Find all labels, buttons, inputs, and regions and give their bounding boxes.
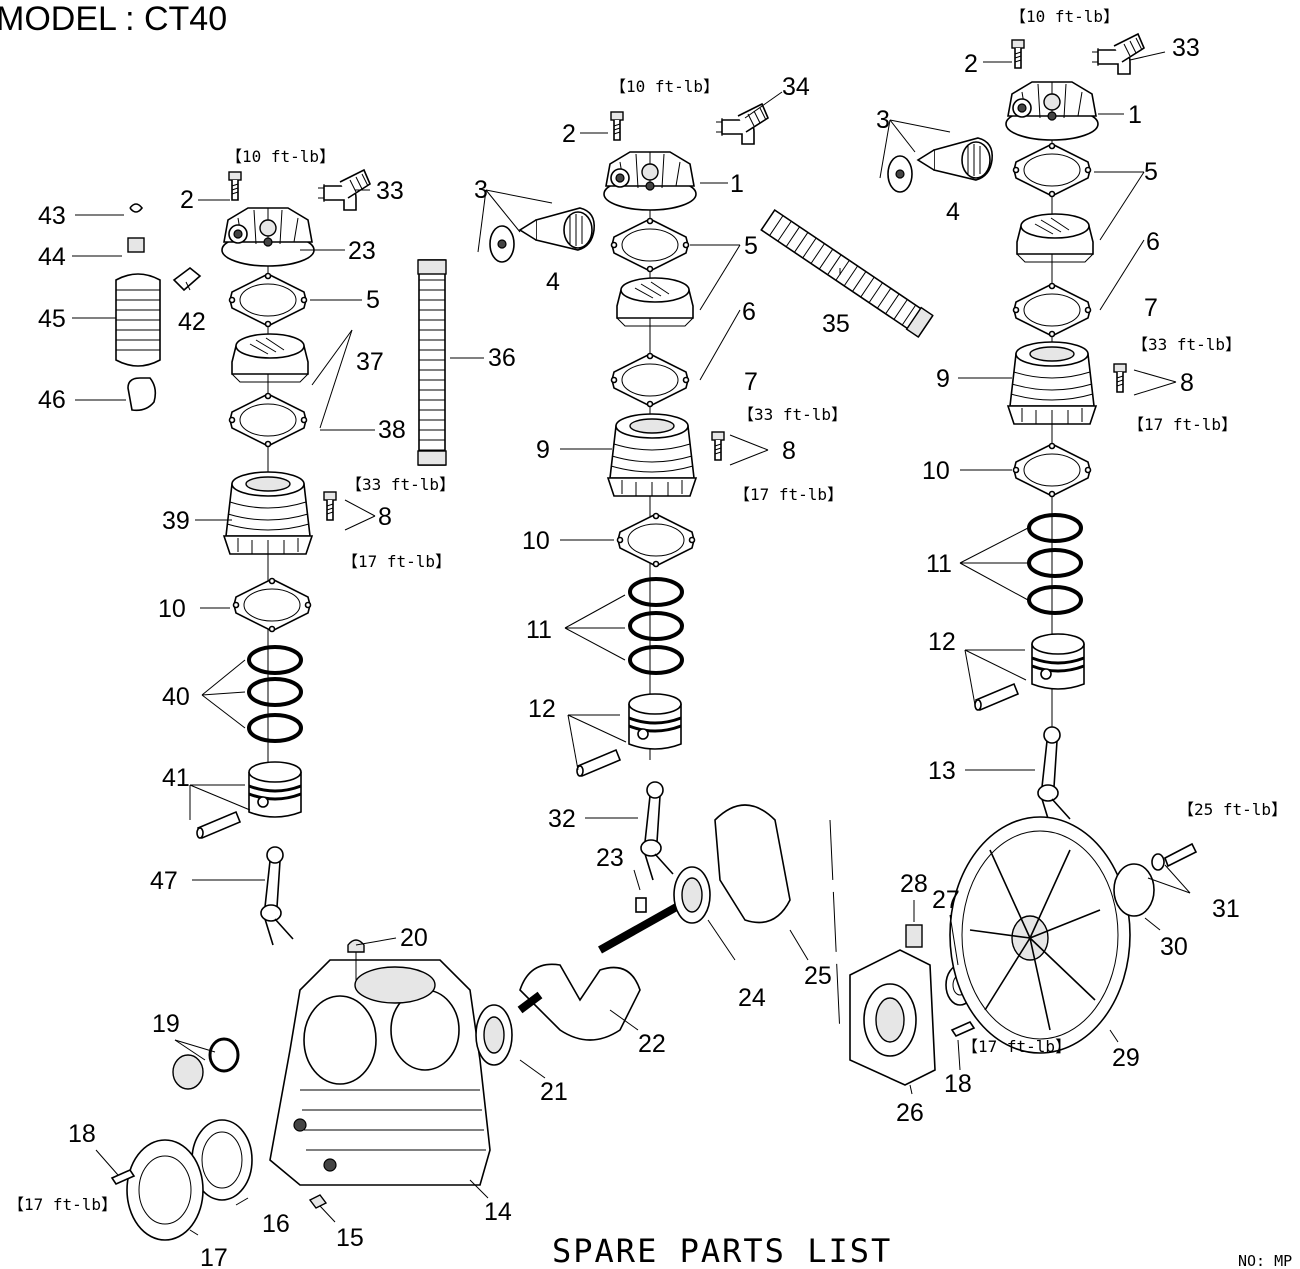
torque-label: 【33 ft-lb】 — [738, 405, 847, 424]
part-label: 33 — [1172, 34, 1200, 62]
unloader-valve-icon — [115, 203, 202, 412]
part-label: 27 — [932, 886, 960, 914]
part-label: 8 — [378, 503, 392, 531]
part-label: 46 — [38, 386, 66, 414]
part-label: 2 — [562, 120, 576, 148]
part-label: 40 — [162, 683, 190, 711]
part-label: 3 — [876, 106, 890, 134]
middle-cylinder-assembly — [489, 103, 934, 881]
torque-label: 【17 ft-lb】 — [962, 1037, 1071, 1056]
part-label: 36 — [488, 344, 516, 372]
doc-number: NO: MP — [1238, 1252, 1292, 1269]
part-label: 30 — [1160, 933, 1188, 961]
part-label: 16 — [262, 1210, 290, 1238]
part-label: 6 — [1146, 228, 1160, 256]
part-label: 43 — [38, 202, 66, 230]
torque-label: 【17 ft-lb】 — [8, 1195, 117, 1214]
part-label: 7 — [1144, 294, 1158, 322]
left-cylinder-assembly — [115, 169, 447, 946]
part-label: 22 — [638, 1030, 666, 1058]
part-label: 23 — [596, 844, 624, 872]
torque-label: 【17 ft-lb】 — [342, 552, 451, 571]
footer-title: SPARE PARTS LIST — [552, 1232, 892, 1269]
part-label: 24 — [738, 984, 766, 1012]
part-label: 10 — [158, 595, 186, 623]
part-label: 23 — [348, 237, 376, 265]
torque-label: 【25 ft-lb】 — [1178, 800, 1287, 819]
part-label: 8 — [1180, 369, 1194, 397]
part-label: 7 — [744, 368, 758, 396]
crankcase-assembly — [110, 804, 1198, 1241]
torque-label: 【10 ft-lb】 — [610, 77, 719, 96]
torque-label: 【17 ft-lb】 — [1128, 415, 1237, 434]
model-title: MODEL : CT40 — [0, 0, 227, 38]
torque-label: 【33 ft-lb】 — [346, 475, 455, 494]
part-label: 3 — [474, 176, 488, 204]
part-labels: 43 44 45 46 2 42 33 23 5 37 38 36 39 8 1… — [38, 34, 1240, 1269]
part-label: 5 — [744, 232, 758, 260]
part-label: 8 — [782, 437, 796, 465]
leader-lines — [72, 51, 1191, 1236]
part-label: 19 — [152, 1010, 180, 1038]
part-label: 34 — [782, 73, 810, 101]
part-label: 11 — [926, 550, 952, 578]
part-label: 5 — [366, 286, 380, 314]
part-label: 10 — [522, 527, 550, 555]
part-label: 12 — [928, 628, 956, 656]
part-label: 38 — [378, 416, 406, 444]
part-label: 2 — [964, 50, 978, 78]
part-label: 31 — [1212, 895, 1240, 923]
torque-label: 【33 ft-lb】 — [1132, 335, 1241, 354]
part-label: 6 — [742, 298, 756, 326]
part-label: 26 — [896, 1099, 924, 1127]
part-label: 10 — [922, 457, 950, 485]
right-cylinder-assembly — [887, 33, 1145, 826]
part-label: 1 — [730, 170, 744, 198]
part-label: 39 — [162, 507, 190, 535]
part-label: 28 — [900, 870, 928, 898]
part-label: 13 — [928, 757, 956, 785]
torque-label: 【10 ft-lb】 — [1010, 7, 1119, 26]
part-label: 15 — [336, 1224, 364, 1252]
part-label: 45 — [38, 305, 66, 333]
part-label: 4 — [946, 198, 960, 226]
torque-labels: 【10 ft-lb】 【10 ft-lb】 【10 ft-lb】 【33 ft-… — [8, 7, 1287, 1214]
part-label: 5 — [1144, 158, 1158, 186]
part-label: 47 — [150, 867, 178, 895]
part-label: 18 — [68, 1120, 96, 1148]
part-label: 25 — [804, 962, 832, 990]
torque-label: 【10 ft-lb】 — [226, 147, 335, 166]
part-label: 20 — [400, 924, 428, 952]
part-label: 37 — [356, 348, 384, 376]
part-label: 11 — [526, 616, 552, 644]
part-label: 9 — [536, 436, 550, 464]
part-label: 18 — [944, 1070, 972, 1098]
part-label: 1 — [1128, 101, 1142, 129]
part-label: 44 — [38, 243, 66, 271]
part-label: 41 — [162, 764, 190, 792]
part-label: 2 — [180, 186, 194, 214]
part-label: 32 — [548, 805, 576, 833]
part-label: 12 — [528, 695, 556, 723]
part-label: 4 — [546, 268, 560, 296]
part-label: 29 — [1112, 1044, 1140, 1072]
part-label: 21 — [540, 1078, 568, 1106]
part-label: 33 — [376, 177, 404, 205]
part-label: 14 — [484, 1198, 512, 1226]
part-label: 35 — [822, 310, 850, 338]
part-label: 42 — [178, 308, 206, 336]
part-label: 9 — [936, 365, 950, 393]
part-label: 17 — [200, 1244, 228, 1269]
torque-label: 【17 ft-lb】 — [734, 485, 843, 504]
